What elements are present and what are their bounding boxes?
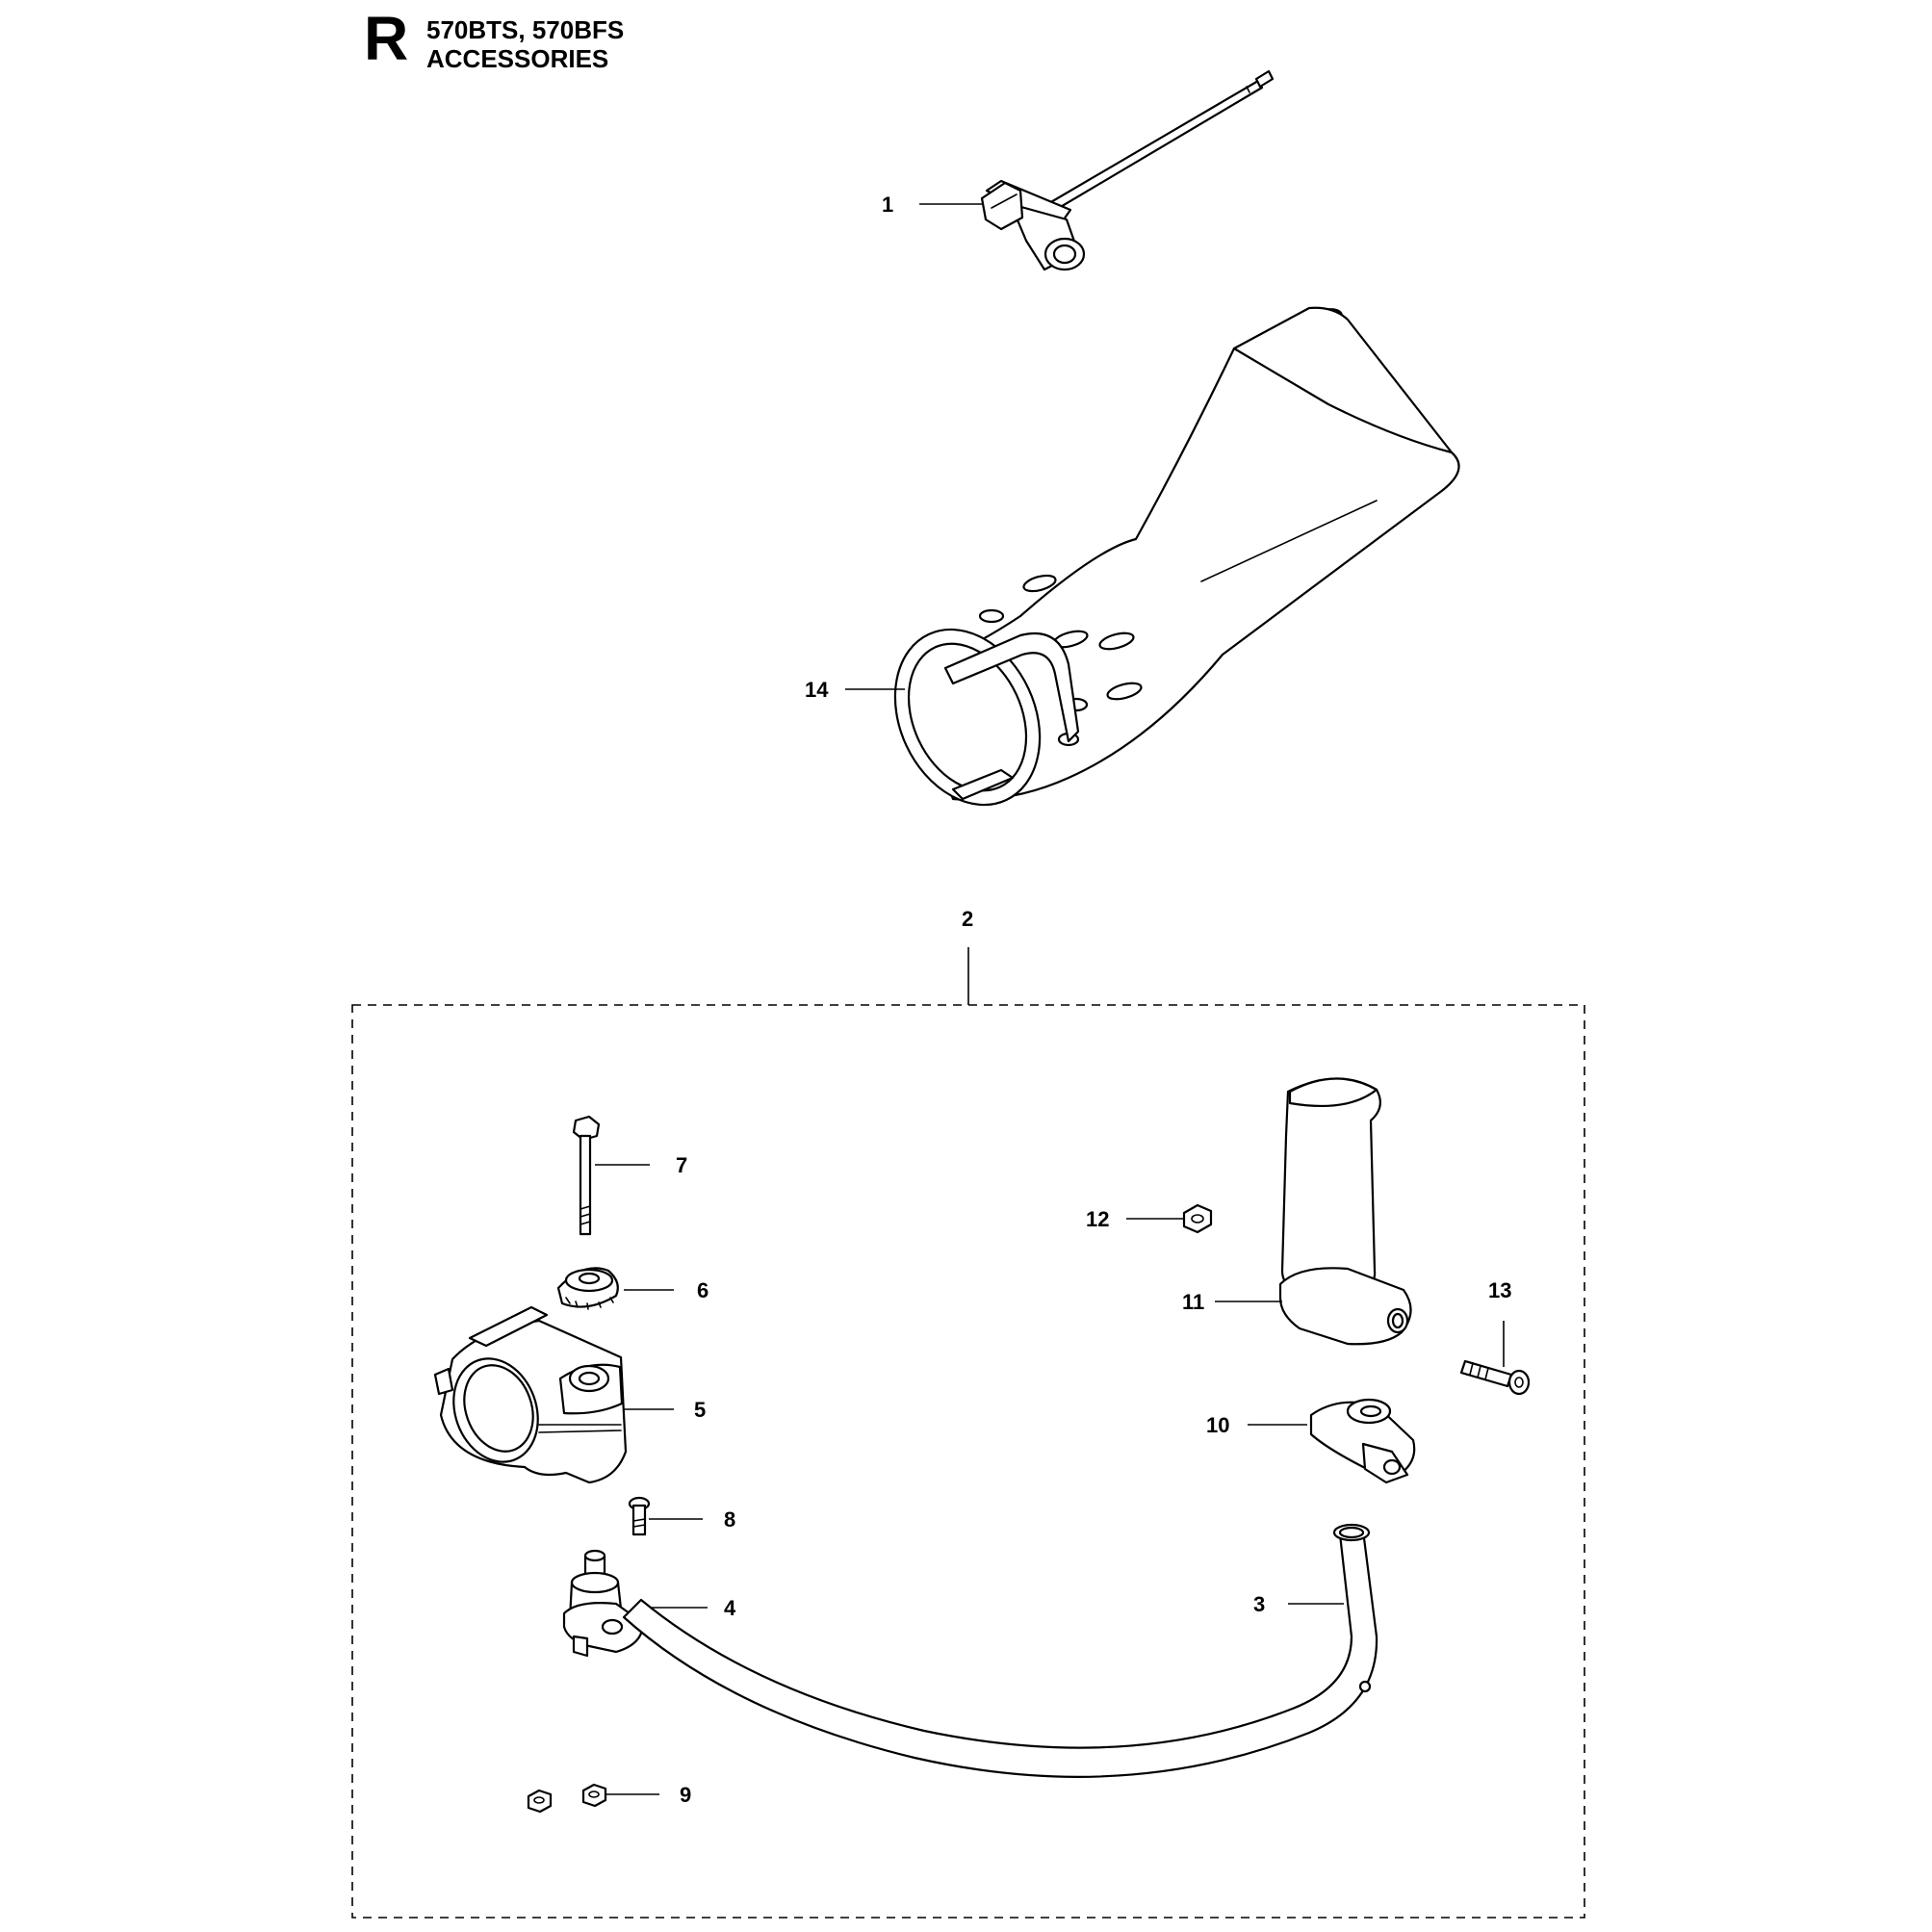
model-numbers: 570BTS, 570BFS: [426, 15, 625, 44]
kit-frame-dashed: [351, 1004, 1585, 1919]
part-6-serrated-washer[interactable]: [556, 1267, 619, 1310]
callout-9: 9: [680, 1783, 691, 1807]
part-10-clamp-bracket[interactable]: [1309, 1398, 1416, 1484]
part-8-screw[interactable]: [628, 1496, 651, 1536]
part-14-flat-nozzle[interactable]: [867, 304, 1460, 829]
callout-14: 14: [805, 678, 829, 702]
part-12-nut[interactable]: [1182, 1203, 1213, 1234]
page-title: ACCESSORIES: [426, 44, 609, 73]
callout-6: 6: [697, 1278, 708, 1302]
callout-13: 13: [1488, 1278, 1511, 1302]
part-9-nut[interactable]: [527, 1783, 607, 1814]
part-4-handle-holder[interactable]: [562, 1549, 645, 1658]
part-1-combination-spanner[interactable]: [980, 69, 1275, 271]
callout-7: 7: [676, 1153, 687, 1177]
callout-10: 10: [1206, 1413, 1229, 1437]
callout-5: 5: [694, 1398, 706, 1422]
callout-4: 4: [724, 1596, 736, 1620]
callout-8: 8: [724, 1507, 735, 1532]
part-3-handle-tube[interactable]: [622, 1523, 1378, 1778]
part-11-handle-grip[interactable]: [1278, 1077, 1412, 1346]
part-13-screw[interactable]: [1459, 1359, 1531, 1396]
callout-2: 2: [962, 907, 973, 931]
part-7-bolt[interactable]: [572, 1115, 601, 1236]
callout-12: 12: [1086, 1207, 1109, 1231]
callout-3: 3: [1253, 1592, 1265, 1616]
callout-11: 11: [1182, 1290, 1204, 1314]
part-5-handle-bracket[interactable]: [433, 1305, 628, 1484]
callout-1: 1: [882, 193, 893, 217]
section-letter: R: [364, 4, 409, 73]
